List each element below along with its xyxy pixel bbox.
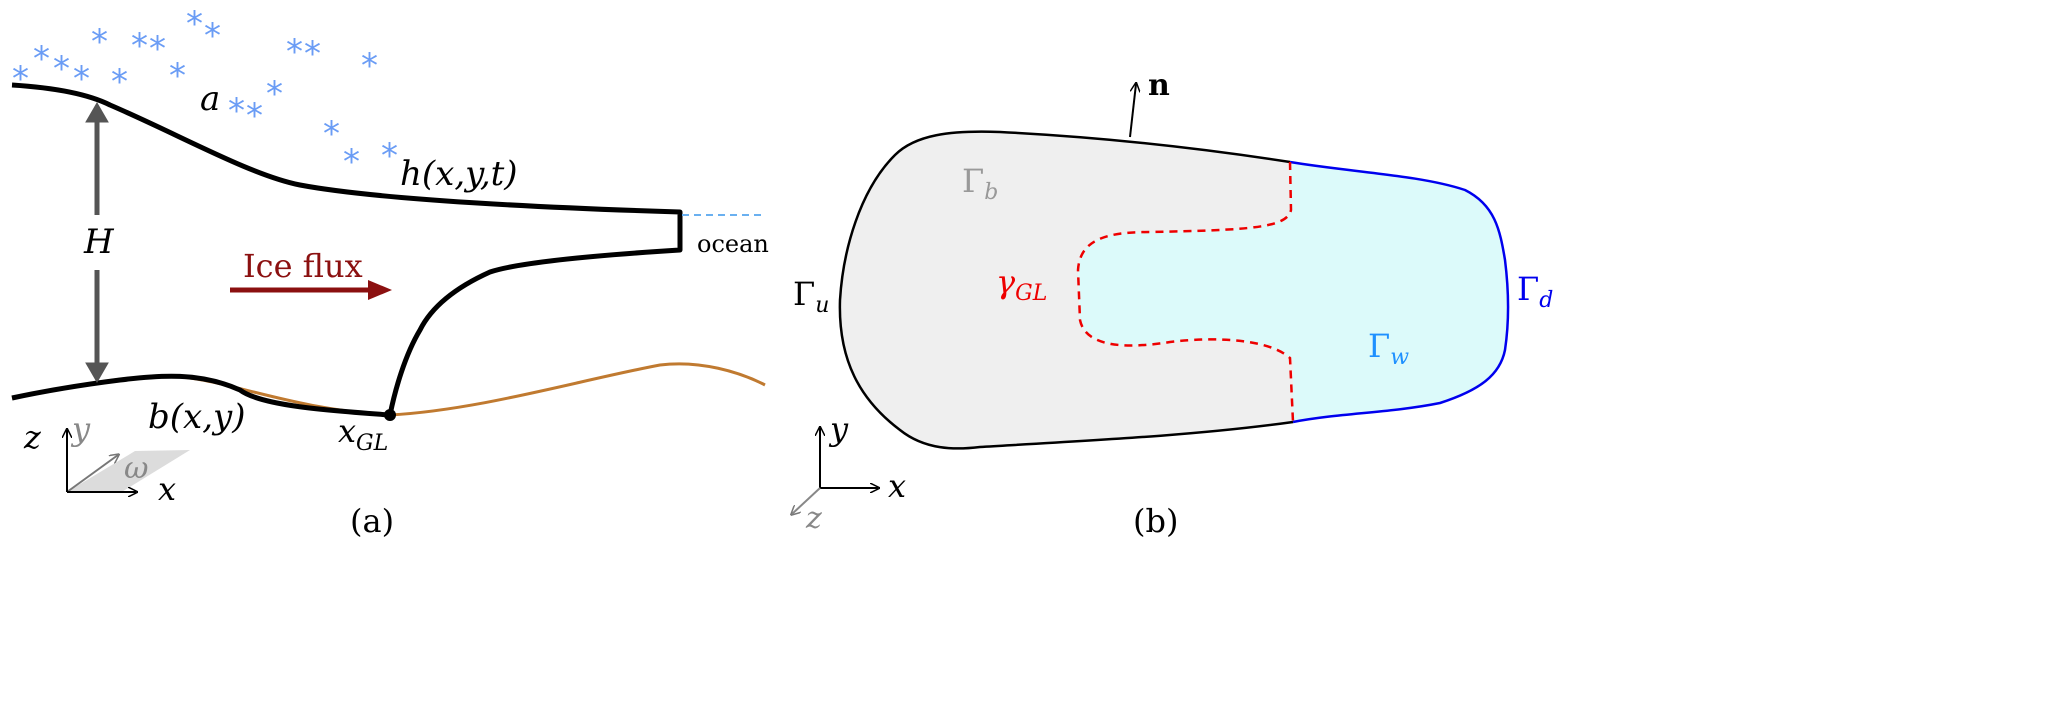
svg-text:*: * xyxy=(131,26,148,66)
gamma-gl-label: γGL xyxy=(996,263,1047,306)
grounding-line xyxy=(1076,161,1295,423)
axis-z-label: z xyxy=(805,501,822,536)
svg-text:*: * xyxy=(91,22,108,62)
normal-label: n xyxy=(1148,68,1170,103)
svg-text:*: * xyxy=(33,39,50,79)
ice-geometry xyxy=(11,82,683,418)
flux-arrow xyxy=(230,280,392,300)
svg-text:*: * xyxy=(53,49,70,89)
gamma-w-label: Γw xyxy=(1368,327,1409,370)
snowfall: * * * * * * * * * * * * * * * * * * * * xyxy=(12,4,398,182)
svg-text:*: * xyxy=(323,114,340,154)
svg-text:*: * xyxy=(286,32,303,72)
svg-text:*: * xyxy=(169,56,186,96)
svg-text:*: * xyxy=(381,136,398,176)
surface-label: h(x,y,t) xyxy=(400,154,518,194)
gamma-u-label: Γu xyxy=(793,275,829,318)
svg-text:*: * xyxy=(12,59,29,99)
thickness-label: H xyxy=(83,222,115,262)
svg-text:*: * xyxy=(266,74,283,114)
grounding-line-point xyxy=(384,409,396,421)
caption-b: (b) xyxy=(1133,502,1178,540)
bedrock-line xyxy=(11,362,766,417)
gamma-d-label: Γd xyxy=(1517,270,1553,313)
floating-region xyxy=(1078,162,1509,422)
normal-vector xyxy=(1129,84,1136,138)
axis-x-label: x xyxy=(888,467,906,505)
ocean-label: ocean xyxy=(697,230,769,258)
grounded-region xyxy=(839,131,1293,449)
grounded-boundary xyxy=(838,130,1294,450)
domain-label: ω xyxy=(124,451,148,486)
svg-text:*: * xyxy=(149,29,166,69)
grounding-line-label: xGL xyxy=(338,412,388,456)
panel-b: n Γb Γu γGL Γd Γw y x z (b) xyxy=(792,68,1553,540)
svg-text:*: * xyxy=(246,96,263,136)
svg-text:*: * xyxy=(111,62,128,102)
calving-front xyxy=(1289,160,1510,424)
gamma-b-label: Γb xyxy=(962,162,998,205)
svg-text:*: * xyxy=(361,46,378,86)
svg-text:*: * xyxy=(304,34,321,74)
bed-label: b(x,y) xyxy=(148,397,245,437)
thickness-arrow xyxy=(85,102,109,383)
svg-text:*: * xyxy=(343,142,360,182)
axis-y-label: y xyxy=(70,410,91,448)
axes-a: z y ω x xyxy=(23,410,190,508)
axis-y-label: y xyxy=(828,410,849,448)
axes-b: y x z xyxy=(792,410,906,536)
panel-a: * * * * * * * * * * * * * * * * * * * * xyxy=(11,4,769,540)
domain-patch xyxy=(67,450,190,493)
svg-text:*: * xyxy=(228,91,245,131)
svg-text:*: * xyxy=(73,59,90,99)
caption-a: (a) xyxy=(350,502,394,540)
axis-z-label: z xyxy=(23,418,42,456)
axis-x-label: x xyxy=(158,470,176,508)
svg-text:*: * xyxy=(186,4,203,44)
svg-text:*: * xyxy=(204,16,221,56)
accumulation-label: a xyxy=(200,79,220,119)
flux-label: Ice flux xyxy=(243,247,363,285)
